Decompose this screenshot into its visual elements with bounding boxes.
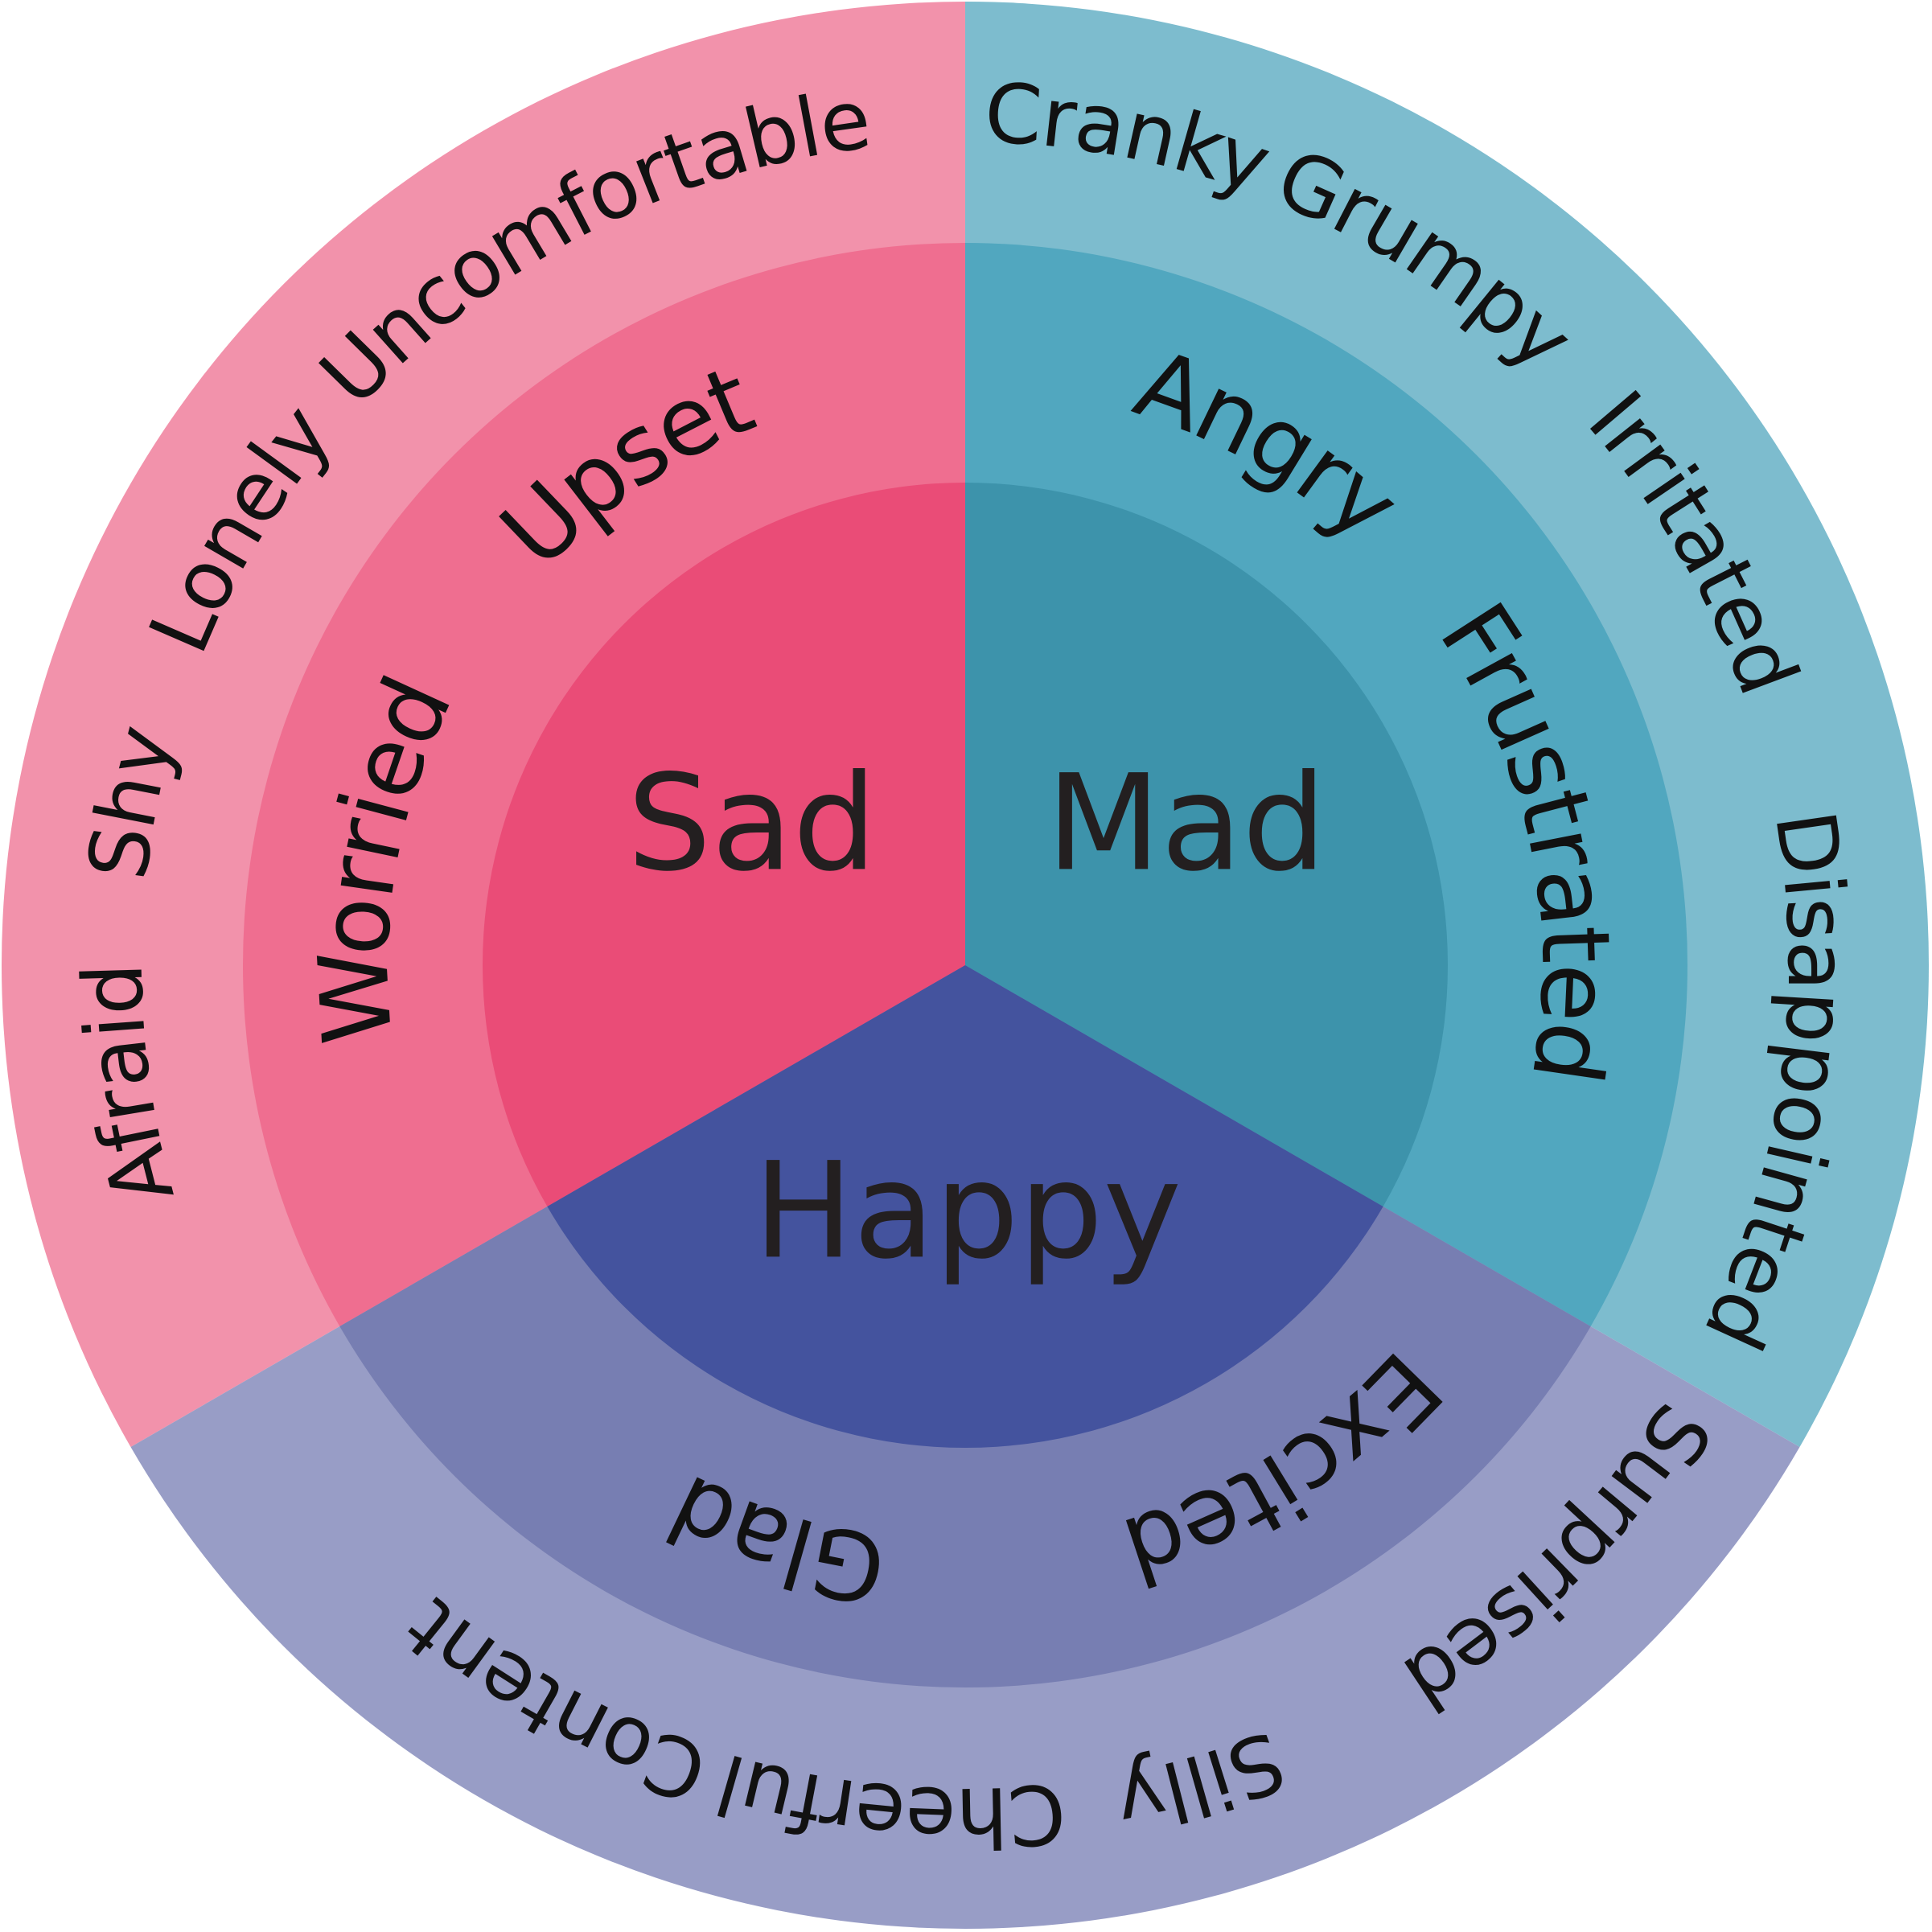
- sad-core-segment: [483, 483, 965, 1206]
- happy-core-label: Happy: [754, 1133, 1182, 1288]
- mad-core-label: Mad: [1046, 746, 1326, 900]
- happy-core-segment: [547, 965, 1383, 1448]
- sad-core-label: Sad: [627, 746, 878, 900]
- mad-core-segment: [965, 483, 1448, 1206]
